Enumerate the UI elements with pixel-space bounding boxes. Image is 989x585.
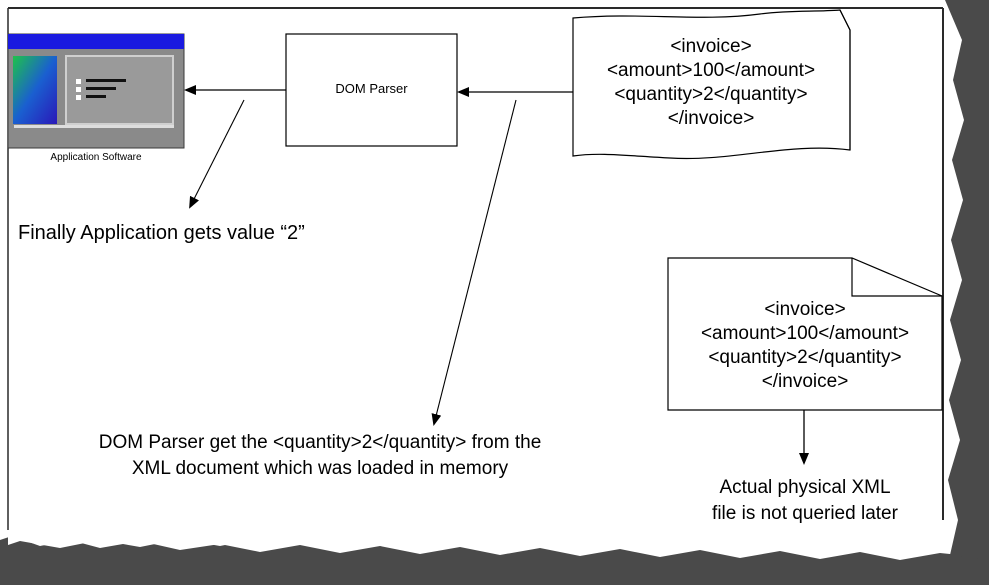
app-result-annotation: Finally Application gets value “2”: [18, 222, 305, 244]
application-software-caption: Application Software: [50, 152, 142, 163]
dom-parser-label: DOM Parser: [335, 81, 408, 96]
memory-xml-shape-fold: [839, 9, 851, 150]
file-xml-line: </invoice>: [761, 371, 849, 392]
file-xml-line: <amount>100</amount>: [700, 323, 910, 344]
physical-xml-file-icon: [667, 257, 943, 411]
memory-xml-line: <invoice>: [670, 36, 752, 57]
memory-xml-line: <quantity>2</quantity>: [614, 84, 808, 105]
memory-xml-text: <invoice> <amount>100</amount> <quantity…: [573, 35, 849, 131]
file-note-line-1: Actual physical XML: [719, 477, 891, 498]
pointer-to-app-result: [189, 99, 245, 209]
file-xml-line: <quantity>2</quantity>: [708, 347, 902, 368]
file-xml-text: <invoice> <amount>100</amount> <quantity…: [668, 298, 942, 394]
dom-parser-box: [285, 33, 458, 147]
memory-xml-line: <amount>100</amount>: [606, 60, 816, 81]
parser-note-line-1: DOM Parser get the <quantity>2</quantity…: [98, 432, 542, 453]
application-window-icon: [7, 33, 185, 149]
file-note-line-2: file is not queried later: [712, 503, 898, 524]
memory-xml-line: </invoice>: [667, 108, 755, 129]
pointer-to-parser-note: [431, 99, 517, 426]
file-xml-line: <invoice>: [764, 299, 846, 320]
parser-note-line-2: XML document which was loaded in memory: [131, 458, 509, 479]
